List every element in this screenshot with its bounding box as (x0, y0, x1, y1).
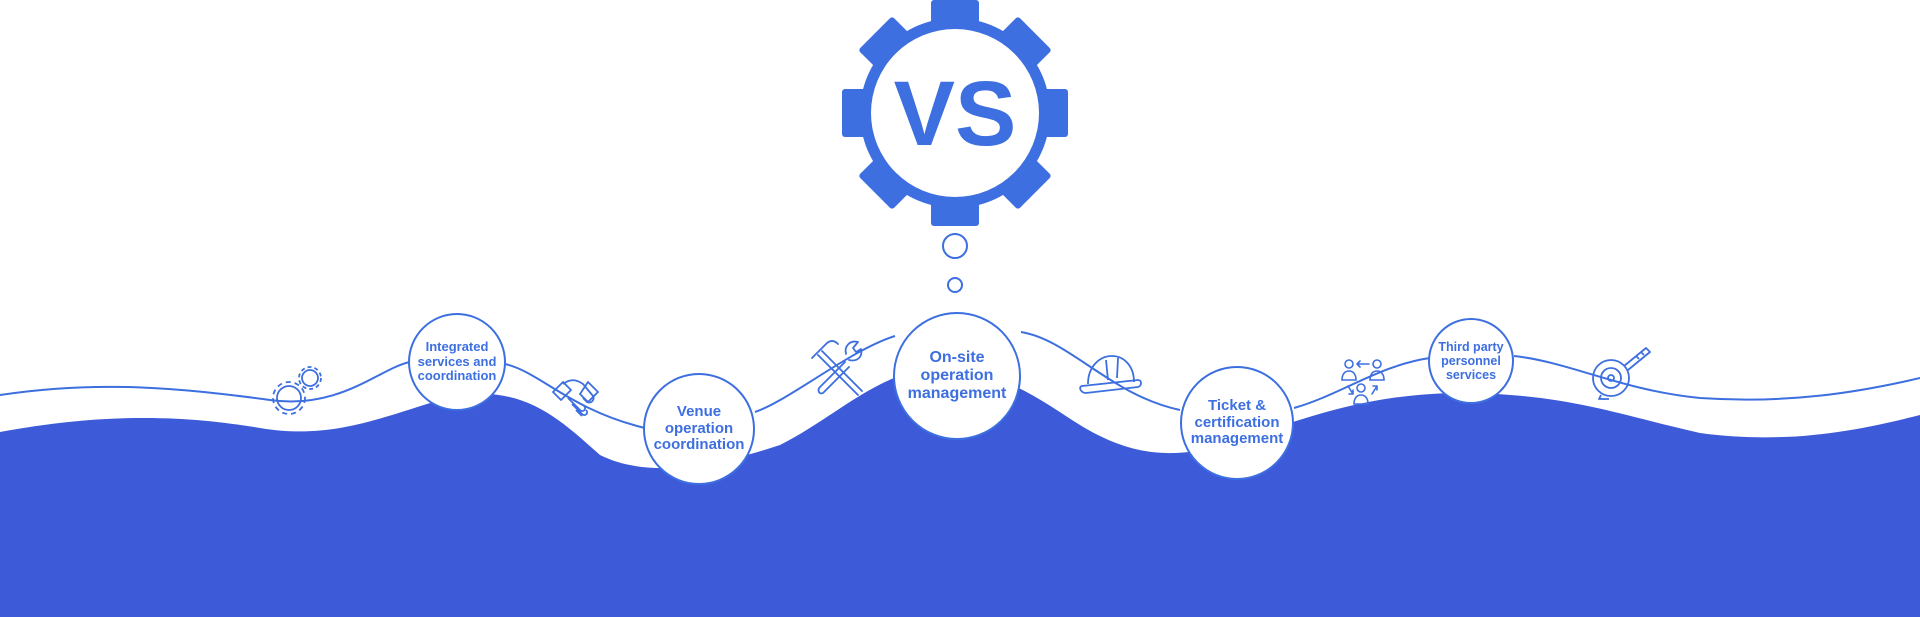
bubble-large (942, 233, 968, 259)
tape-measure-icon (1592, 347, 1651, 400)
wave-fill (0, 368, 1920, 617)
node-label: Venue operation coordination (653, 402, 745, 454)
node-ticket-certification: Ticket & certification management (1180, 366, 1294, 480)
node-onsite-operation: On-site operation management (893, 312, 1021, 440)
gears-icon: … (272, 366, 322, 415)
svg-text:…: … (284, 394, 294, 405)
tools-icon (811, 340, 863, 396)
hub-label: VS (894, 63, 1017, 165)
node-integrated-services: Integrated services and coordination (408, 313, 506, 411)
gear-icon (842, 0, 1068, 226)
node-label: Ticket & certification management (1190, 396, 1284, 448)
handshake-icon (552, 379, 599, 417)
hard-hat-icon (1079, 355, 1142, 394)
node-venue-operation: Venue operation coordination (643, 373, 755, 485)
node-label: Third party personnel services (1438, 340, 1504, 382)
node-label: Integrated services and coordination (417, 339, 497, 384)
node-label: On-site operation management (907, 349, 1007, 402)
people-network-icon (1341, 359, 1385, 405)
node-third-party-personnel: Third party personnel services (1428, 318, 1514, 404)
bubble-small (947, 277, 963, 293)
